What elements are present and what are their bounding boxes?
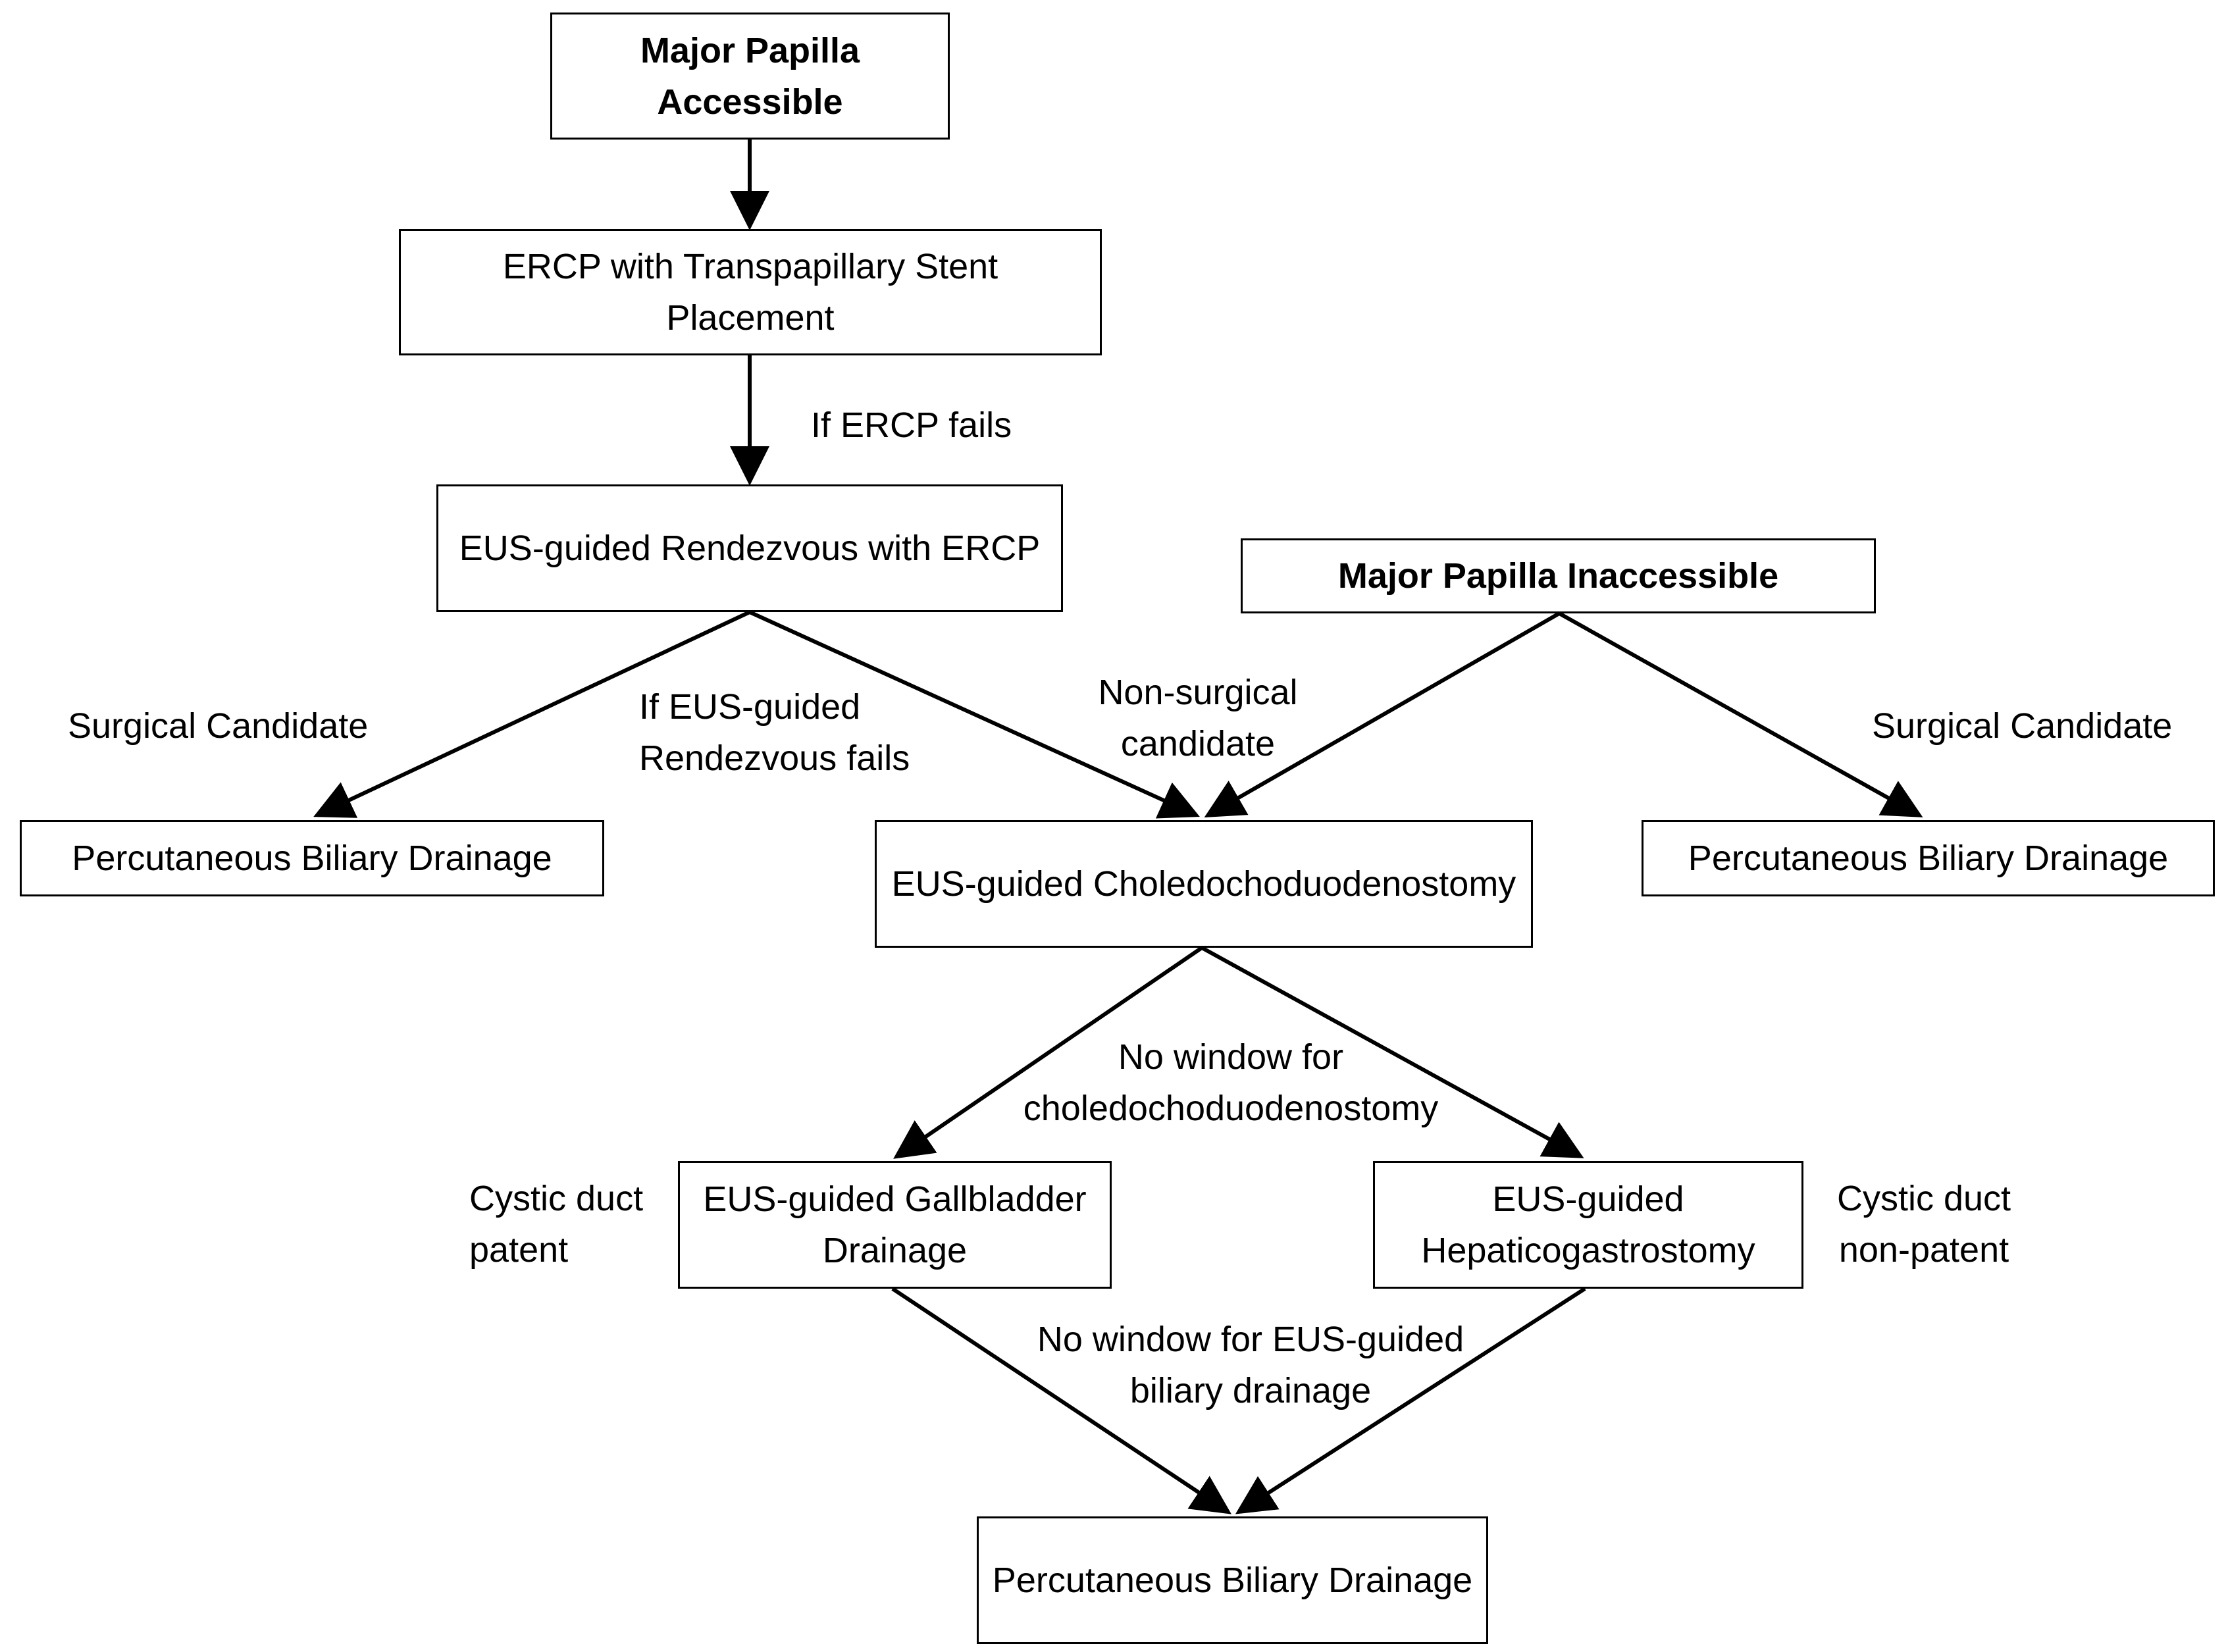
arrow-inaccessible-to-ptbd-right	[1558, 611, 1923, 817]
node-major-papilla-inaccessible: Major Papilla Inaccessible	[1241, 538, 1876, 613]
node-ercp-stent-placement: ERCP with Transpapillary Stent Placement	[399, 229, 1102, 355]
label-if-ercp-fails: If ERCP fails	[811, 405, 1012, 445]
label-no-window-cdd: No window for choledochoduodenostomy	[1023, 1037, 1439, 1128]
node-percutaneous-drainage-left: Percutaneous Biliary Drainage	[20, 820, 604, 896]
node-percutaneous-drainage-bottom: Percutaneous Biliary Drainage	[977, 1516, 1488, 1644]
node-percutaneous-drainage-right: Percutaneous Biliary Drainage	[1642, 820, 2215, 896]
label-no-window-eus-drainage: No window for EUS-guided biliary drainag…	[1037, 1320, 1464, 1410]
label-cystic-duct-non-patent: Cystic duct non-patent	[1836, 1179, 2011, 1270]
label-non-surgical-candidate: Non-surgical candidate	[1098, 673, 1298, 763]
node-eus-gallbladder-drainage: EUS-guided Gallbladder Drainage	[678, 1161, 1112, 1289]
label-cystic-duct-patent: Cystic duct patent	[469, 1179, 644, 1270]
label-if-rendezvous-fails: If EUS-guided Rendezvous fails	[639, 687, 910, 778]
node-major-papilla-accessible: Major Papilla Accessible	[550, 13, 950, 140]
label-surgical-candidate-left: Surgical Candidate	[68, 706, 369, 746]
node-eus-choledochoduodenostomy: EUS-guided Choledochoduodenostomy	[875, 820, 1533, 948]
node-eus-hepaticogastrostomy: EUS-guided Hepaticogastrostomy	[1373, 1161, 1803, 1289]
node-eus-rendezvous: EUS-guided Rendezvous with ERCP	[436, 484, 1063, 612]
label-surgical-candidate-right: Surgical Candidate	[1872, 706, 2173, 746]
